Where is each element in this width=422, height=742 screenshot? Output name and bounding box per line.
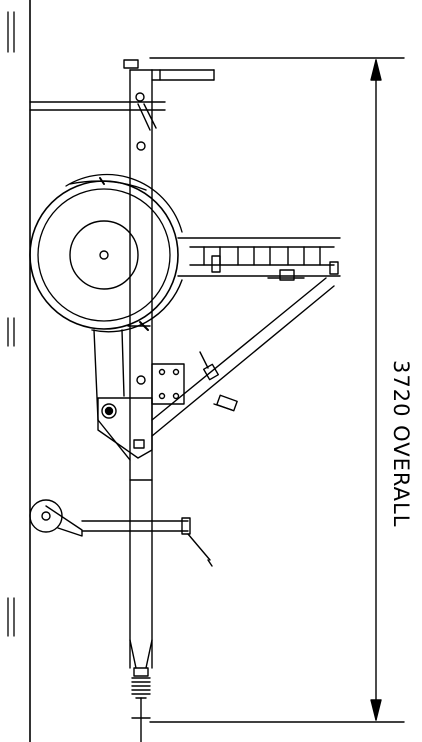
wheel-assembly bbox=[29, 173, 183, 333]
overall-dimension: 3720 OVERALL bbox=[149, 57, 413, 723]
axle-ladder bbox=[177, 237, 341, 281]
tow-coupling bbox=[129, 639, 153, 742]
jockey-wheel bbox=[29, 499, 213, 567]
rear-bracket bbox=[123, 59, 215, 131]
top-crossmember bbox=[29, 101, 166, 111]
overall-dimension-label: 3720 OVERALL bbox=[389, 360, 413, 527]
main-drawbar bbox=[129, 69, 153, 669]
diagonal-brace bbox=[151, 277, 335, 437]
center-mount-plate bbox=[151, 363, 185, 405]
brace-fittings bbox=[199, 351, 238, 412]
break-marks bbox=[7, 11, 15, 637]
hitch-bracket bbox=[97, 397, 153, 459]
